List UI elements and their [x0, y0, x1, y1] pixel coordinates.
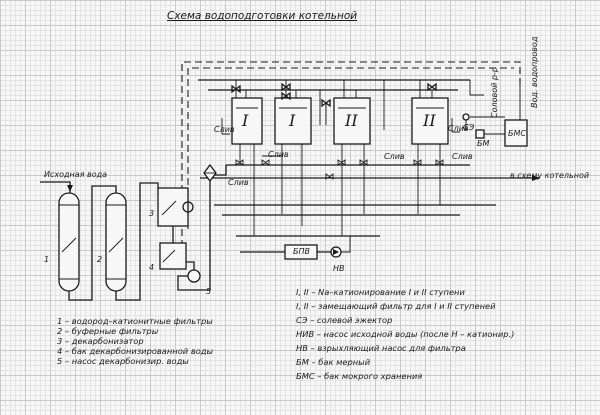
diagram-title: Схема водоподготовки котельной: [167, 10, 358, 22]
item-number-4: 4: [149, 263, 155, 272]
left-interconnect: [68, 182, 159, 301]
bms-tank: [504, 119, 528, 147]
legend-right: I, II – Na–катионирование I и II ступени…: [296, 287, 514, 381]
bpv-label: БПВ: [293, 247, 310, 256]
legend-left-item: 5 – насос декарбонизир. воды: [57, 356, 189, 366]
h-cation-filter: [58, 192, 80, 292]
legend-left-item: 3 – декарбонизатор: [57, 336, 144, 346]
item-number-5: 5: [206, 287, 212, 296]
filter-vessel-1: [231, 97, 263, 145]
filter-vessel-4: [411, 97, 449, 145]
header-branch: [469, 80, 484, 96]
bm-label: БМ: [477, 139, 490, 148]
legend-left-item: 1 – водород–катионитные фильтры: [57, 316, 213, 326]
legend-left-item: 2 – буферные фильтры: [57, 326, 159, 336]
brine-dashed-frame: [181, 61, 521, 247]
brine-label: Соловой р-р: [490, 67, 499, 118]
decarbonized-water-pump: [187, 269, 201, 283]
filter-stage-label-1: I: [242, 111, 249, 130]
brine-dashed-inner: [187, 67, 514, 229]
legend-right-item: БМС – бак мокрого хранения: [296, 371, 423, 381]
brine-connections: [465, 84, 521, 135]
decarbonizer-links: [172, 226, 195, 270]
top-valves: [231, 82, 437, 108]
tank-hatch: [162, 249, 176, 263]
bottom-valves: [235, 159, 444, 180]
water-supply-label: Вод. водопровод: [530, 36, 539, 108]
legend-right-item: СЭ – солевой эжектор: [296, 315, 393, 325]
item-number-2: 2: [97, 255, 103, 264]
legend-right-item: НИВ – насос исходной воды (после Н – кат…: [296, 329, 515, 339]
to-boiler-label: в схему котельной: [510, 171, 590, 180]
filter-hatching: [61, 237, 124, 253]
drain-lines: [221, 118, 460, 157]
drain-label-5: Слив: [452, 152, 473, 161]
legend-right-item: БМ – бак мерный: [296, 357, 371, 367]
filter-stage-label-2: I: [289, 111, 296, 130]
drain-label-3: Слив: [228, 178, 249, 187]
drain-label-2: Слив: [268, 150, 289, 159]
legend-right-item: I, II – Na–катионирование I и II ступени: [296, 287, 465, 297]
bms-label: БМС: [508, 129, 526, 138]
item-number-3: 3: [149, 209, 155, 218]
raw-water-pipe: [40, 181, 71, 193]
raw-water-arrow: [67, 185, 73, 192]
item-number-1: 1: [44, 255, 50, 264]
decarbonized-water-tank: [159, 242, 187, 270]
filter-vessel-2: [274, 97, 312, 145]
filter-mid-pipes: [319, 80, 385, 130]
filter-stage-label-4: II: [423, 111, 436, 130]
raw-water-label: Исходная вода: [44, 170, 108, 179]
filter-vessel-3: [333, 97, 371, 145]
legend-right-item: НВ – взрыхляющий насос для фильтра: [296, 343, 466, 353]
nv-discharge: [341, 236, 351, 253]
pump-discharge-pipe: [177, 165, 227, 291]
filter-top-connections: [235, 80, 433, 98]
filter-stage-label-3: II: [345, 111, 358, 130]
decarbonizer-fan: [182, 201, 194, 213]
treated-water-arrow: [532, 175, 540, 181]
drain-label-4: Слив: [384, 152, 405, 161]
filter-bottom-legs: [239, 144, 441, 236]
bm-tank: [475, 129, 485, 139]
legend-left: 1 – водород–катионитные фильтры 2 – буфе…: [57, 316, 213, 366]
legend-left-item: 4 – бак декарбонизированной воды: [57, 346, 214, 356]
drain-label-6: Слив: [448, 124, 469, 133]
decarbonizer-hatch: [161, 200, 177, 216]
legend-right-item: I, II – замещающий фильтр для I и II сту…: [296, 301, 496, 311]
nv-pump-arrow: [333, 249, 339, 255]
nv-label: НВ: [333, 264, 345, 273]
buffer-filter: [105, 192, 127, 292]
se-ejector: [462, 113, 470, 121]
filter-bands: [59, 204, 126, 280]
drain-label-1: Слив: [214, 125, 235, 134]
se-label: СЭ: [463, 123, 475, 132]
